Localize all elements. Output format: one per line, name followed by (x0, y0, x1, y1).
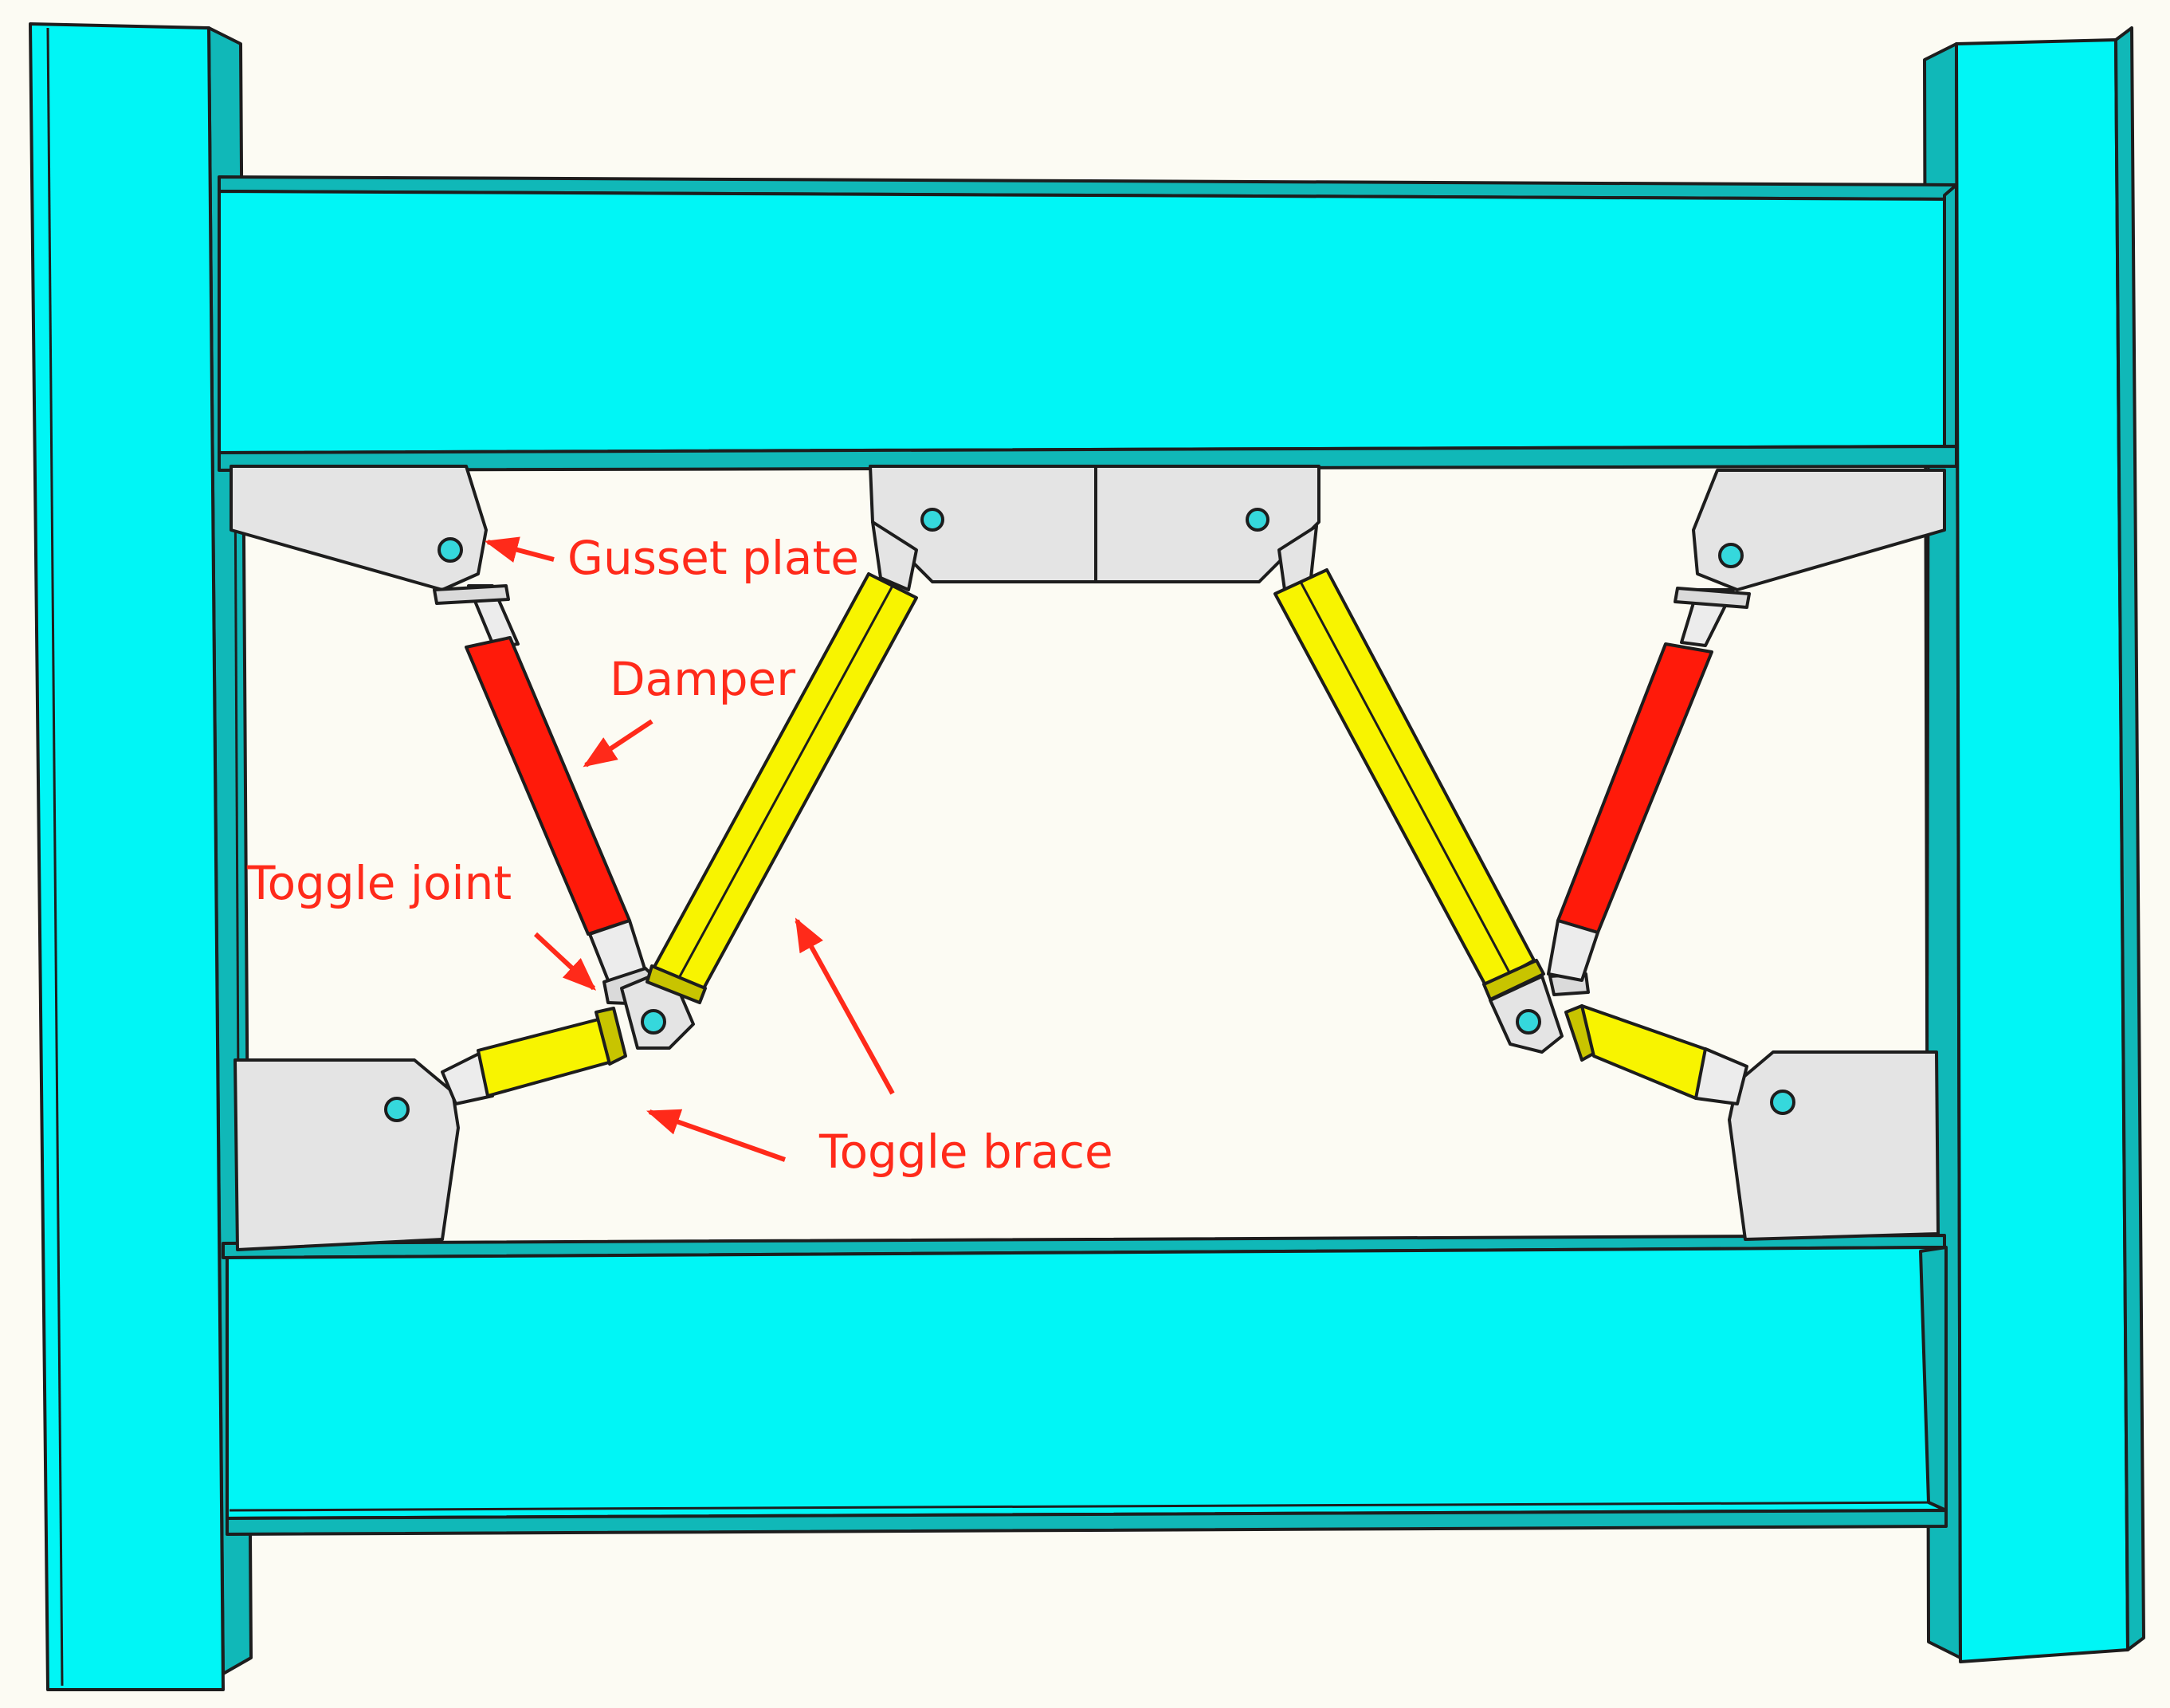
bottom-left-gusset-plate (233, 1058, 460, 1251)
top-right-gusset-plate (1692, 469, 1946, 591)
top-left-gusset-plate (230, 465, 488, 591)
right-damper (1547, 587, 1751, 982)
gusset-plate-label: Gusset plate (567, 531, 859, 585)
damper-label: Damper (610, 652, 795, 706)
bottom-right-gusset-plate (1728, 1050, 1940, 1241)
bottom-beam (222, 1234, 1948, 1536)
toggle-brace-label: Toggle brace (818, 1125, 1113, 1179)
toggle-joint-label: Toggle joint (246, 856, 512, 910)
damper-arrow (583, 719, 653, 768)
annotation-arrows (484, 536, 895, 1162)
left-lower-toggle-brace (441, 1007, 627, 1105)
right-lower-toggle-brace (1564, 1004, 1748, 1105)
toggle-brace-arrow-upper (795, 917, 895, 1095)
left-upper-toggle-brace (646, 520, 918, 1004)
right-toggle-joint (1489, 972, 1590, 1054)
right-upper-toggle-brace (1273, 524, 1545, 1001)
gusset-plate-arrow (484, 536, 555, 563)
toggle-joint-arrow (533, 932, 597, 991)
top-beam (218, 175, 1958, 472)
toggle-brace-arrow-lower (646, 1109, 786, 1162)
top-center-gusset-plates (869, 465, 1320, 583)
left-damper (433, 584, 649, 986)
